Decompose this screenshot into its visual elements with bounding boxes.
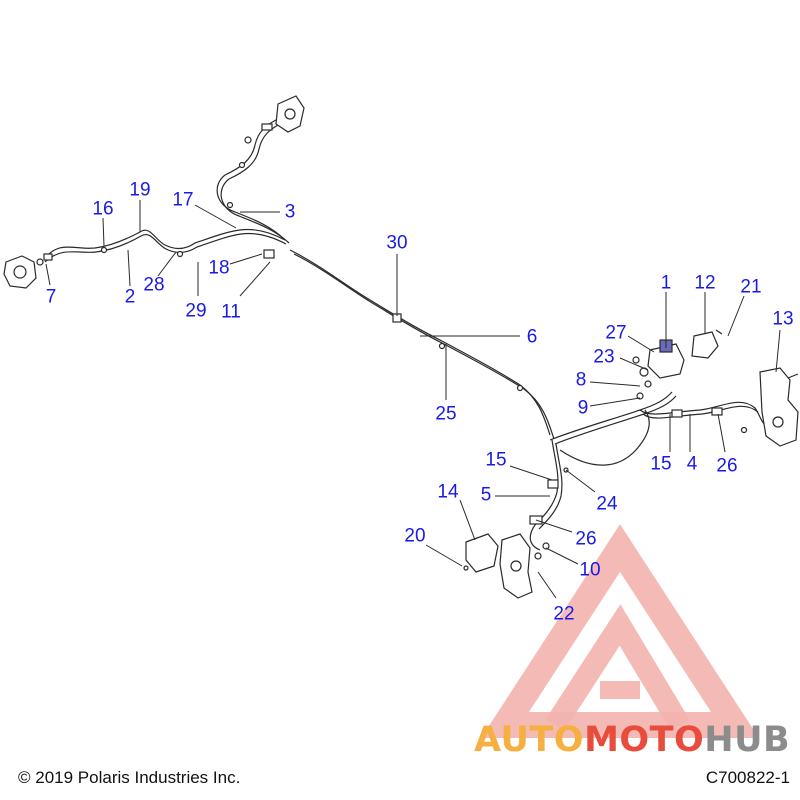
callout-23: 23	[593, 346, 615, 368]
callout-18: 18	[208, 257, 230, 279]
callout-9: 9	[577, 397, 589, 419]
watermark-text-moto: MOTO	[584, 720, 705, 760]
callout-8: 8	[575, 369, 587, 391]
callout-17: 17	[172, 189, 194, 211]
front-right-caliper-icon	[238, 95, 305, 169]
clip-fittings	[100, 201, 748, 571]
master-cylinder-icon	[632, 339, 685, 379]
rear-left-caliper-icon	[499, 533, 533, 599]
callout-14: 14	[437, 481, 459, 503]
callout-11: 11	[221, 301, 241, 323]
callout-5: 5	[480, 484, 492, 506]
callout-21: 21	[740, 276, 762, 298]
callout-25: 25	[435, 403, 457, 425]
copyright-text: © 2019 Polaris Industries Inc.	[18, 768, 241, 787]
reservoir-bracket-icon	[691, 329, 723, 359]
callout-24: 24	[596, 493, 618, 515]
callout-13: 13	[772, 308, 794, 330]
callout-6: 6	[526, 326, 538, 348]
components	[3, 95, 799, 599]
callout-16: 16	[92, 198, 114, 220]
caliper-cover-icon	[465, 533, 499, 573]
callout-12: 12	[694, 272, 716, 294]
watermark-text-hub: HUB	[704, 720, 791, 760]
watermark-text-auto: AUTO	[474, 720, 585, 760]
watermark-wordmark: AUTOMOTOHUB	[474, 720, 790, 760]
callout-20: 20	[404, 525, 426, 547]
callout-29: 29	[185, 300, 207, 322]
callout-27: 27	[605, 322, 627, 344]
callout-10: 10	[579, 559, 601, 581]
callout-30: 30	[386, 232, 408, 254]
callout-7: 7	[45, 286, 57, 308]
callout-15-left: 15	[485, 449, 507, 471]
callout-26-left: 26	[575, 528, 597, 550]
callout-22: 22	[553, 603, 575, 625]
diagram-code: C700822-1	[705, 768, 790, 787]
callout-19: 19	[129, 179, 151, 201]
callout-28: 28	[143, 274, 165, 296]
front-left-caliper-icon	[3, 253, 53, 289]
callout-3: 3	[284, 201, 296, 223]
leader-lines	[45, 200, 781, 599]
watermark-logo-icon	[481, 524, 759, 738]
callout-2: 2	[124, 286, 136, 308]
callout-4: 4	[686, 453, 698, 475]
callout-15-right: 15	[650, 453, 672, 475]
brake-line-routing	[44, 117, 766, 551]
callout-1: 1	[660, 272, 672, 294]
rear-right-caliper-icon	[759, 367, 799, 447]
callout-26-right: 26	[716, 455, 738, 477]
